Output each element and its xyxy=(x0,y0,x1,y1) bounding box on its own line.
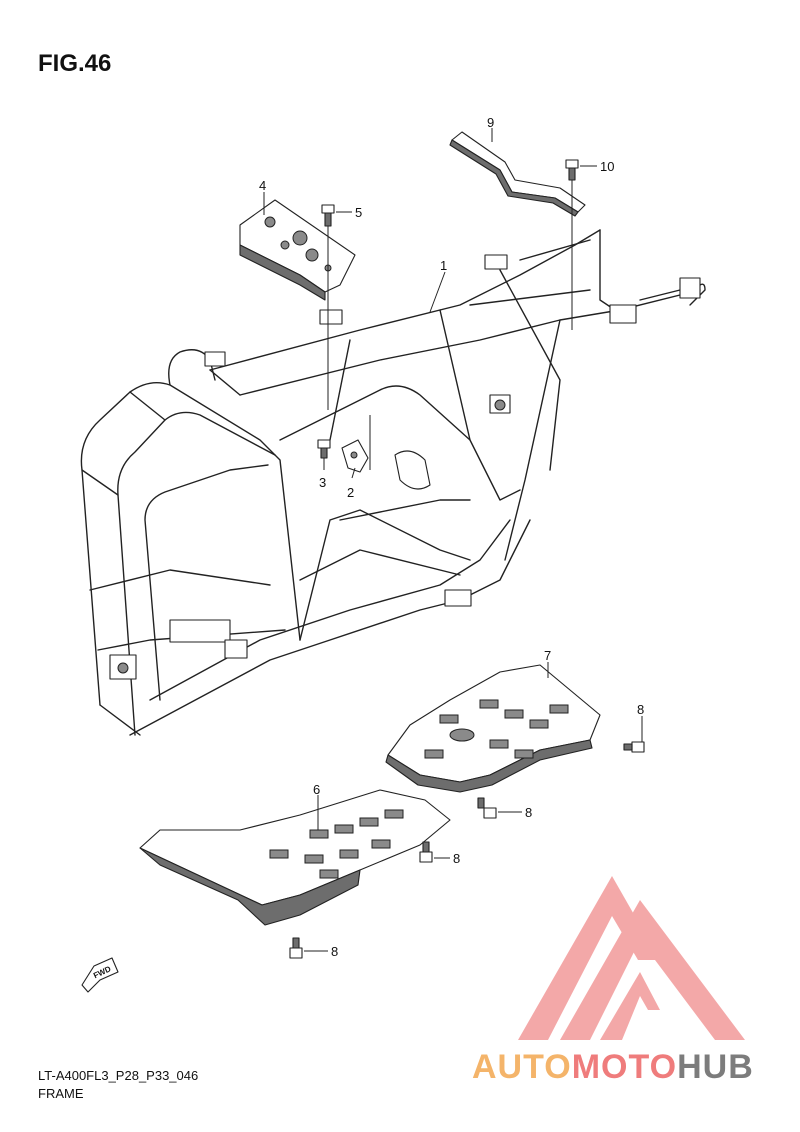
callout-8: 8 xyxy=(637,702,644,717)
frame-bracket xyxy=(224,639,248,659)
bolt-5 xyxy=(321,204,335,227)
watermark-logo xyxy=(518,876,745,1040)
frame-gusset xyxy=(394,450,431,490)
leader-lines xyxy=(263,128,643,952)
bolt-3 xyxy=(317,439,331,459)
callout-4: 4 xyxy=(259,178,266,193)
bolt-10 xyxy=(565,159,579,181)
callout-1: 1 xyxy=(440,258,447,273)
fwd-arrow: FWD xyxy=(81,957,119,993)
callout-8: 8 xyxy=(331,944,338,959)
callout-2: 2 xyxy=(347,485,354,500)
callout-9: 9 xyxy=(487,115,494,130)
frame-bracket xyxy=(204,351,226,367)
bolt-8 xyxy=(477,797,497,819)
callout-3: 3 xyxy=(319,475,326,490)
frame-bracket xyxy=(319,309,343,325)
callout-8: 8 xyxy=(525,805,532,820)
frame-hole xyxy=(117,662,129,674)
frame-hole xyxy=(494,399,506,411)
watermark-hub: HUB xyxy=(677,1048,754,1086)
frame-bracket xyxy=(609,304,637,324)
callout-6: 6 xyxy=(313,782,320,797)
section-name: FRAME xyxy=(38,1086,84,1101)
strap-9 xyxy=(449,131,586,217)
callout-8: 8 xyxy=(453,851,460,866)
figure-title: FIG.46 xyxy=(38,50,112,77)
callout-labels: 1 2 3 4 5 6 7 8 8 8 8 9 10 xyxy=(259,115,644,959)
callout-7: 7 xyxy=(544,648,551,663)
model-code: LT-A400FL3_P28_P33_046 xyxy=(38,1068,199,1083)
watermark-auto: AUTO xyxy=(472,1048,572,1086)
bolt-8 xyxy=(289,937,303,959)
frame-bracket xyxy=(484,254,508,270)
plate-2 xyxy=(341,439,369,473)
callout-10: 10 xyxy=(600,159,614,174)
frame-bracket xyxy=(169,619,231,643)
bolt-8 xyxy=(419,841,433,863)
skid-plate-6 xyxy=(139,789,451,926)
frame-bracket xyxy=(679,277,701,299)
skid-plate-7 xyxy=(385,664,601,793)
callout-5: 5 xyxy=(355,205,362,220)
main-frame xyxy=(80,229,706,736)
watermark-text: AUTOMOTOHUB xyxy=(472,1048,754,1087)
watermark-moto: MOTO xyxy=(571,1048,678,1086)
bolt-8 xyxy=(623,741,645,753)
bracket-plate-4 xyxy=(239,199,356,301)
frame-bracket xyxy=(444,589,472,607)
